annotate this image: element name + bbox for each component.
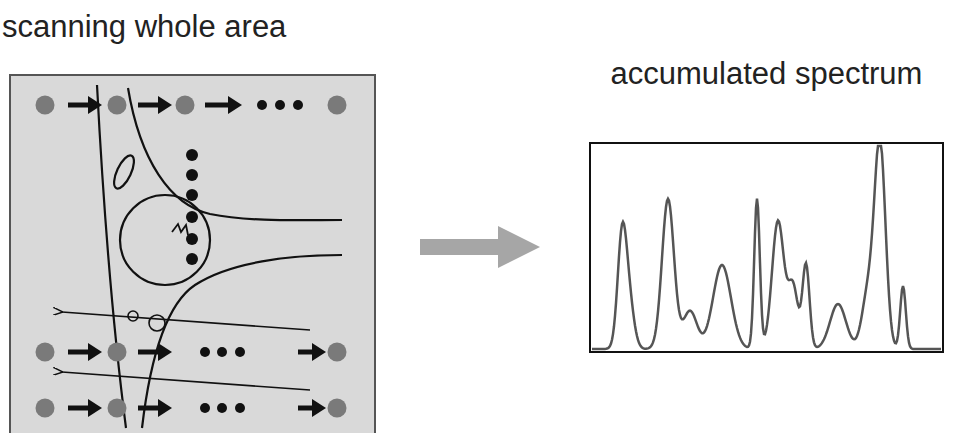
scan-point [36, 96, 55, 115]
ellipsis-dot [235, 347, 245, 357]
scan-arrow [205, 103, 232, 108]
scan-point [328, 343, 347, 362]
scan-arrow-head [88, 343, 102, 361]
panel-heading: scanning whole area [2, 8, 286, 45]
scan-point [108, 399, 127, 418]
scan-rows [36, 96, 347, 418]
scan-arrow-head [312, 399, 326, 417]
scan-point [328, 399, 347, 418]
scan-arrow-head [158, 96, 172, 114]
ellipsis-dot [200, 403, 210, 413]
scan-arrow-head [312, 343, 326, 361]
ellipsis-dot [257, 100, 267, 110]
scan-point [108, 343, 127, 362]
ellipsis-dot [200, 347, 210, 357]
scan-arrow-head [158, 399, 172, 417]
sample-area [10, 75, 375, 433]
spectrum-panel: accumulated spectrum [590, 143, 943, 352]
scan-point [176, 96, 195, 115]
scan-arrow-head [228, 96, 242, 114]
panel-heading: accumulated spectrum [611, 55, 923, 92]
contour-lines [62, 85, 342, 428]
ellipsis-dot [293, 100, 303, 110]
scan-point [108, 96, 127, 115]
spectrum-frame [590, 143, 943, 352]
process-arrow [420, 226, 540, 268]
scan-arrow-head [88, 96, 102, 114]
scan-arrow-head [88, 399, 102, 417]
scan-point [36, 399, 55, 418]
scan-arrow-head [158, 343, 172, 361]
ellipsis-dot [217, 347, 227, 357]
scan-point [328, 96, 347, 115]
ellipsis-dot [235, 403, 245, 413]
ellipsis-dot [275, 100, 285, 110]
ellipsis-dot [217, 403, 227, 413]
spectrum-curve [592, 146, 941, 349]
scan-area-panel: scanning whole area [10, 75, 375, 433]
scan-point [36, 343, 55, 362]
measurement-points [186, 149, 198, 265]
